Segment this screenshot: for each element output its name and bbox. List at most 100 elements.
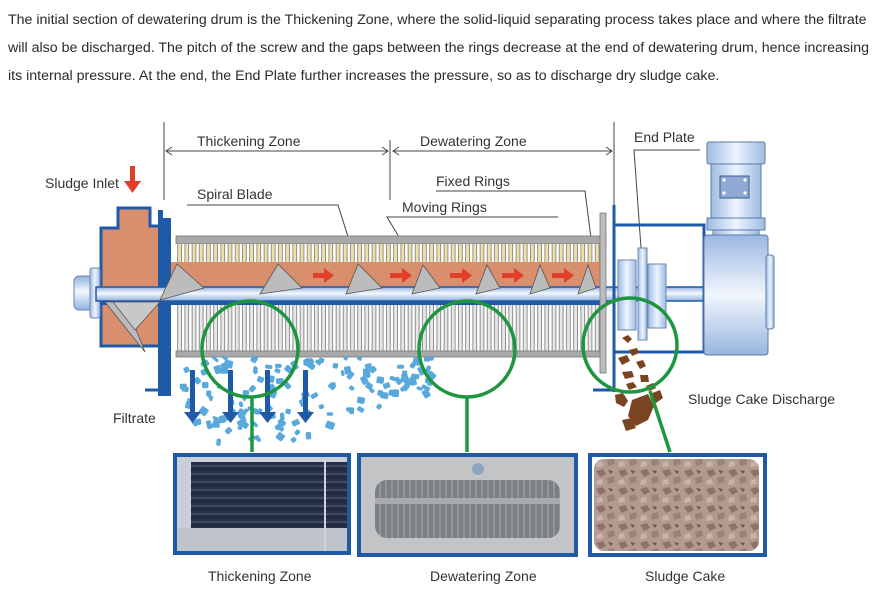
flow-arrow-icon (502, 268, 524, 283)
spiral-blade-label: Spiral Blade (197, 186, 273, 202)
flow-arrow-icon (390, 268, 412, 283)
filtrate-droplet (221, 354, 228, 361)
magnifier-discharge (581, 296, 679, 394)
filtrate-droplet (193, 376, 202, 385)
filtrate-droplet (236, 408, 247, 419)
filtrate-droplet (427, 370, 437, 380)
filtrate-droplet (220, 367, 229, 374)
filtrate-droplet (285, 408, 292, 415)
filtrate-droplet (421, 388, 431, 399)
end-plate-label: End Plate (634, 129, 695, 145)
filtrate-droplet (275, 432, 285, 442)
flow-arrow-icon (450, 268, 472, 283)
filtrate-droplet (198, 406, 209, 417)
filtrate-droplet (256, 376, 265, 383)
filtrate-droplet (396, 364, 405, 369)
filtrate-droplet (346, 371, 355, 380)
filtrate-droplet (268, 375, 275, 383)
filtrate-droplet (238, 401, 244, 408)
filtrate-droplet (388, 389, 397, 396)
dewatering-drum-lower (175, 305, 603, 358)
magnifier-thickening (200, 299, 300, 399)
filtrate-droplet (401, 383, 410, 392)
filtrate-droplet (394, 376, 403, 385)
flow-arrows (313, 268, 574, 283)
thickening-zone-label: Thickening Zone (197, 133, 301, 149)
filtrate-particles (179, 354, 437, 446)
filtrate-droplet (376, 376, 385, 384)
filtrate-droplet (325, 420, 336, 430)
filtrate-droplet (343, 356, 348, 361)
filtrate-droplet (318, 404, 325, 410)
sludge-inlet-label: Sludge Inlet (45, 175, 119, 191)
flow-arrow-icon (552, 268, 574, 283)
photo-sludge-cake (588, 453, 767, 557)
spiral-blades (104, 263, 597, 353)
filtrate-droplet (206, 393, 214, 400)
sludge-cake-discharge-label: Sludge Cake Discharge (688, 391, 835, 407)
filtrate-droplet (410, 373, 420, 380)
filtrate-droplet (275, 363, 282, 368)
filtrate-droplet (332, 362, 339, 369)
sludge-cake-particles (615, 335, 663, 431)
filtrate-droplet (369, 388, 375, 394)
filtrate-droplet (264, 364, 273, 370)
end-plate-leader (633, 149, 700, 249)
left-bearing (73, 267, 101, 319)
photo-caption-dewatering: Dewatering Zone (430, 568, 537, 584)
filtrate-droplet (183, 366, 190, 373)
filtrate-droplet (242, 390, 250, 395)
filtrate-droplet (369, 365, 377, 374)
filtrate-droplet (364, 363, 373, 370)
filtrate-droplet (242, 422, 249, 429)
dewatering-zone-label: Dewatering Zone (420, 133, 527, 149)
fixed-rings-label: Fixed Rings (436, 173, 510, 189)
filtrate-droplet (201, 381, 209, 389)
filtrate-droplet (423, 357, 431, 362)
filtrate-droplet (212, 416, 222, 426)
zone-dimension-lines (163, 122, 615, 205)
filtrate-droplet (279, 412, 285, 421)
filtrate-droplet (310, 392, 319, 399)
fixed-rings-leader (436, 190, 592, 239)
filtrate-droplet (326, 412, 334, 416)
filtrate-droplet (274, 368, 281, 374)
filtrate-droplet (274, 423, 282, 431)
filtrate-droplet (348, 385, 355, 391)
filtrate-droplet (252, 408, 260, 415)
photo-dewatering-zone (357, 453, 578, 557)
filtrate-droplet (356, 396, 366, 405)
filtrate-droplet (357, 406, 365, 413)
filtrate-droplet (252, 368, 258, 375)
filtrate-arrow-icon (184, 370, 201, 423)
filtrate-droplet (305, 431, 312, 440)
filtrate-droplet (248, 385, 256, 393)
filtrate-droplet (224, 427, 233, 435)
filtrate-droplet (382, 382, 391, 390)
flow-arrow-icon (313, 268, 334, 283)
filtrate-droplet (429, 356, 434, 361)
filtrate-droplet (376, 403, 382, 410)
filtrate-label: Filtrate (113, 410, 156, 426)
filtrate-droplet (253, 435, 261, 442)
filtrate-droplet (340, 370, 345, 377)
moving-rings-label: Moving Rings (402, 199, 487, 215)
filtrate-droplet (380, 391, 389, 400)
filtrate-droplet (294, 429, 301, 436)
filtrate-droplet (277, 418, 287, 427)
photo-caption-thickening: Thickening Zone (208, 568, 312, 584)
filtrate-droplet (205, 420, 213, 430)
magnifier-callouts (200, 296, 679, 453)
filtrate-droplet (290, 436, 297, 443)
filtrate-droplet (291, 418, 300, 427)
filtrate-droplet (315, 359, 322, 366)
filtrate-droplet (425, 365, 431, 373)
filtrate-droplet (250, 355, 258, 364)
filtrate-droplet (211, 355, 219, 363)
filtrate-droplet (327, 384, 335, 391)
filtrate-droplet (298, 399, 305, 407)
photo-caption-sludge-cake: Sludge Cake (645, 568, 725, 584)
filtrate-droplet (244, 408, 249, 413)
filtrate-droplet (284, 364, 293, 373)
